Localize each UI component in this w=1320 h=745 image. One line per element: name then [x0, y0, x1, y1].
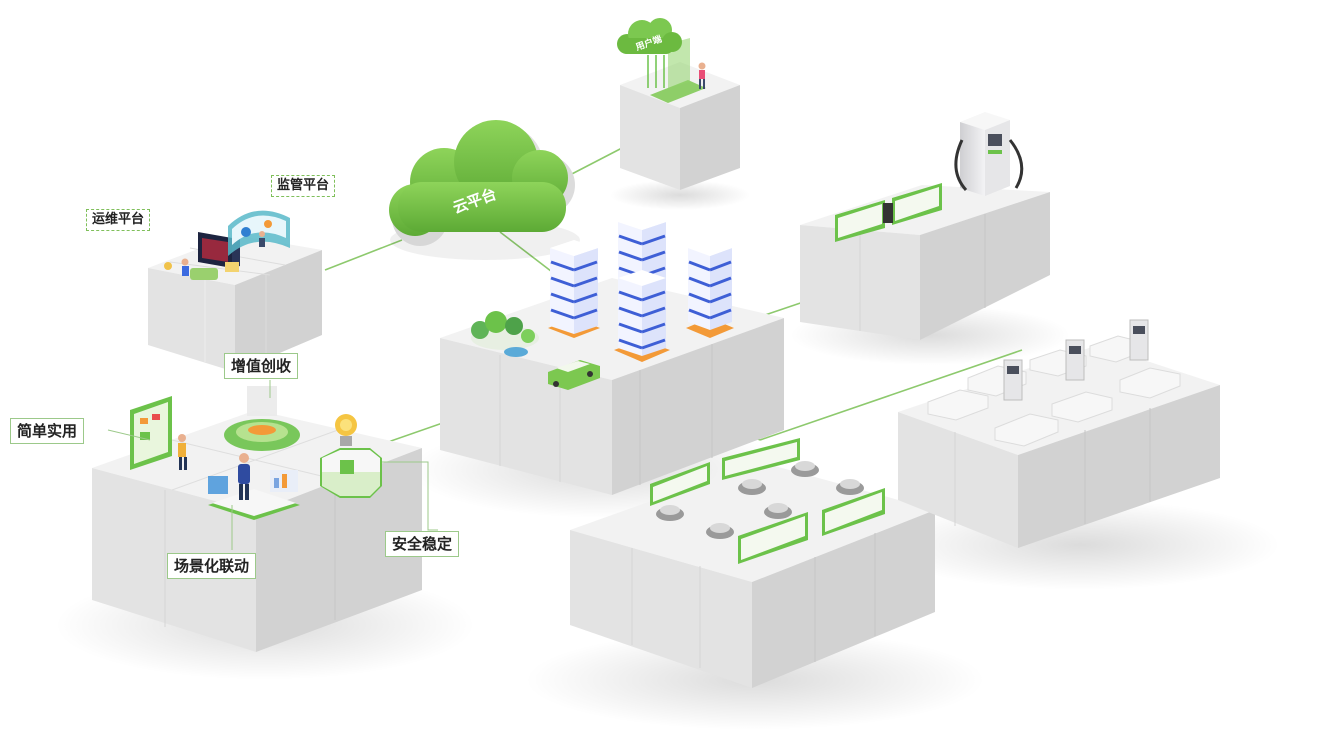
value-added-revenue-label: 增值创收 [224, 353, 299, 379]
ops-block [148, 210, 322, 372]
building-3 [686, 240, 734, 338]
safe-stable-label: 安全稳定 [385, 531, 460, 557]
scenario-linkage-label: 场景化联动 [167, 553, 257, 579]
simple-practical-label: 简单实用 [10, 418, 85, 444]
ops-platform-label: 运维平台 [86, 209, 151, 231]
city-block [440, 214, 784, 495]
charger-block [800, 112, 1050, 340]
scooter-block [570, 438, 935, 688]
parking-block [898, 319, 1220, 548]
building-1 [548, 240, 600, 338]
user-end-block [620, 38, 740, 190]
supervision-platform-label: 监管平台 [271, 175, 336, 197]
callout-lines [107, 380, 438, 550]
building-4 [614, 270, 670, 362]
cloud-platform-icon [389, 120, 580, 260]
user-end-cloud-icon [617, 18, 682, 54]
parking-chargers [1003, 319, 1149, 401]
